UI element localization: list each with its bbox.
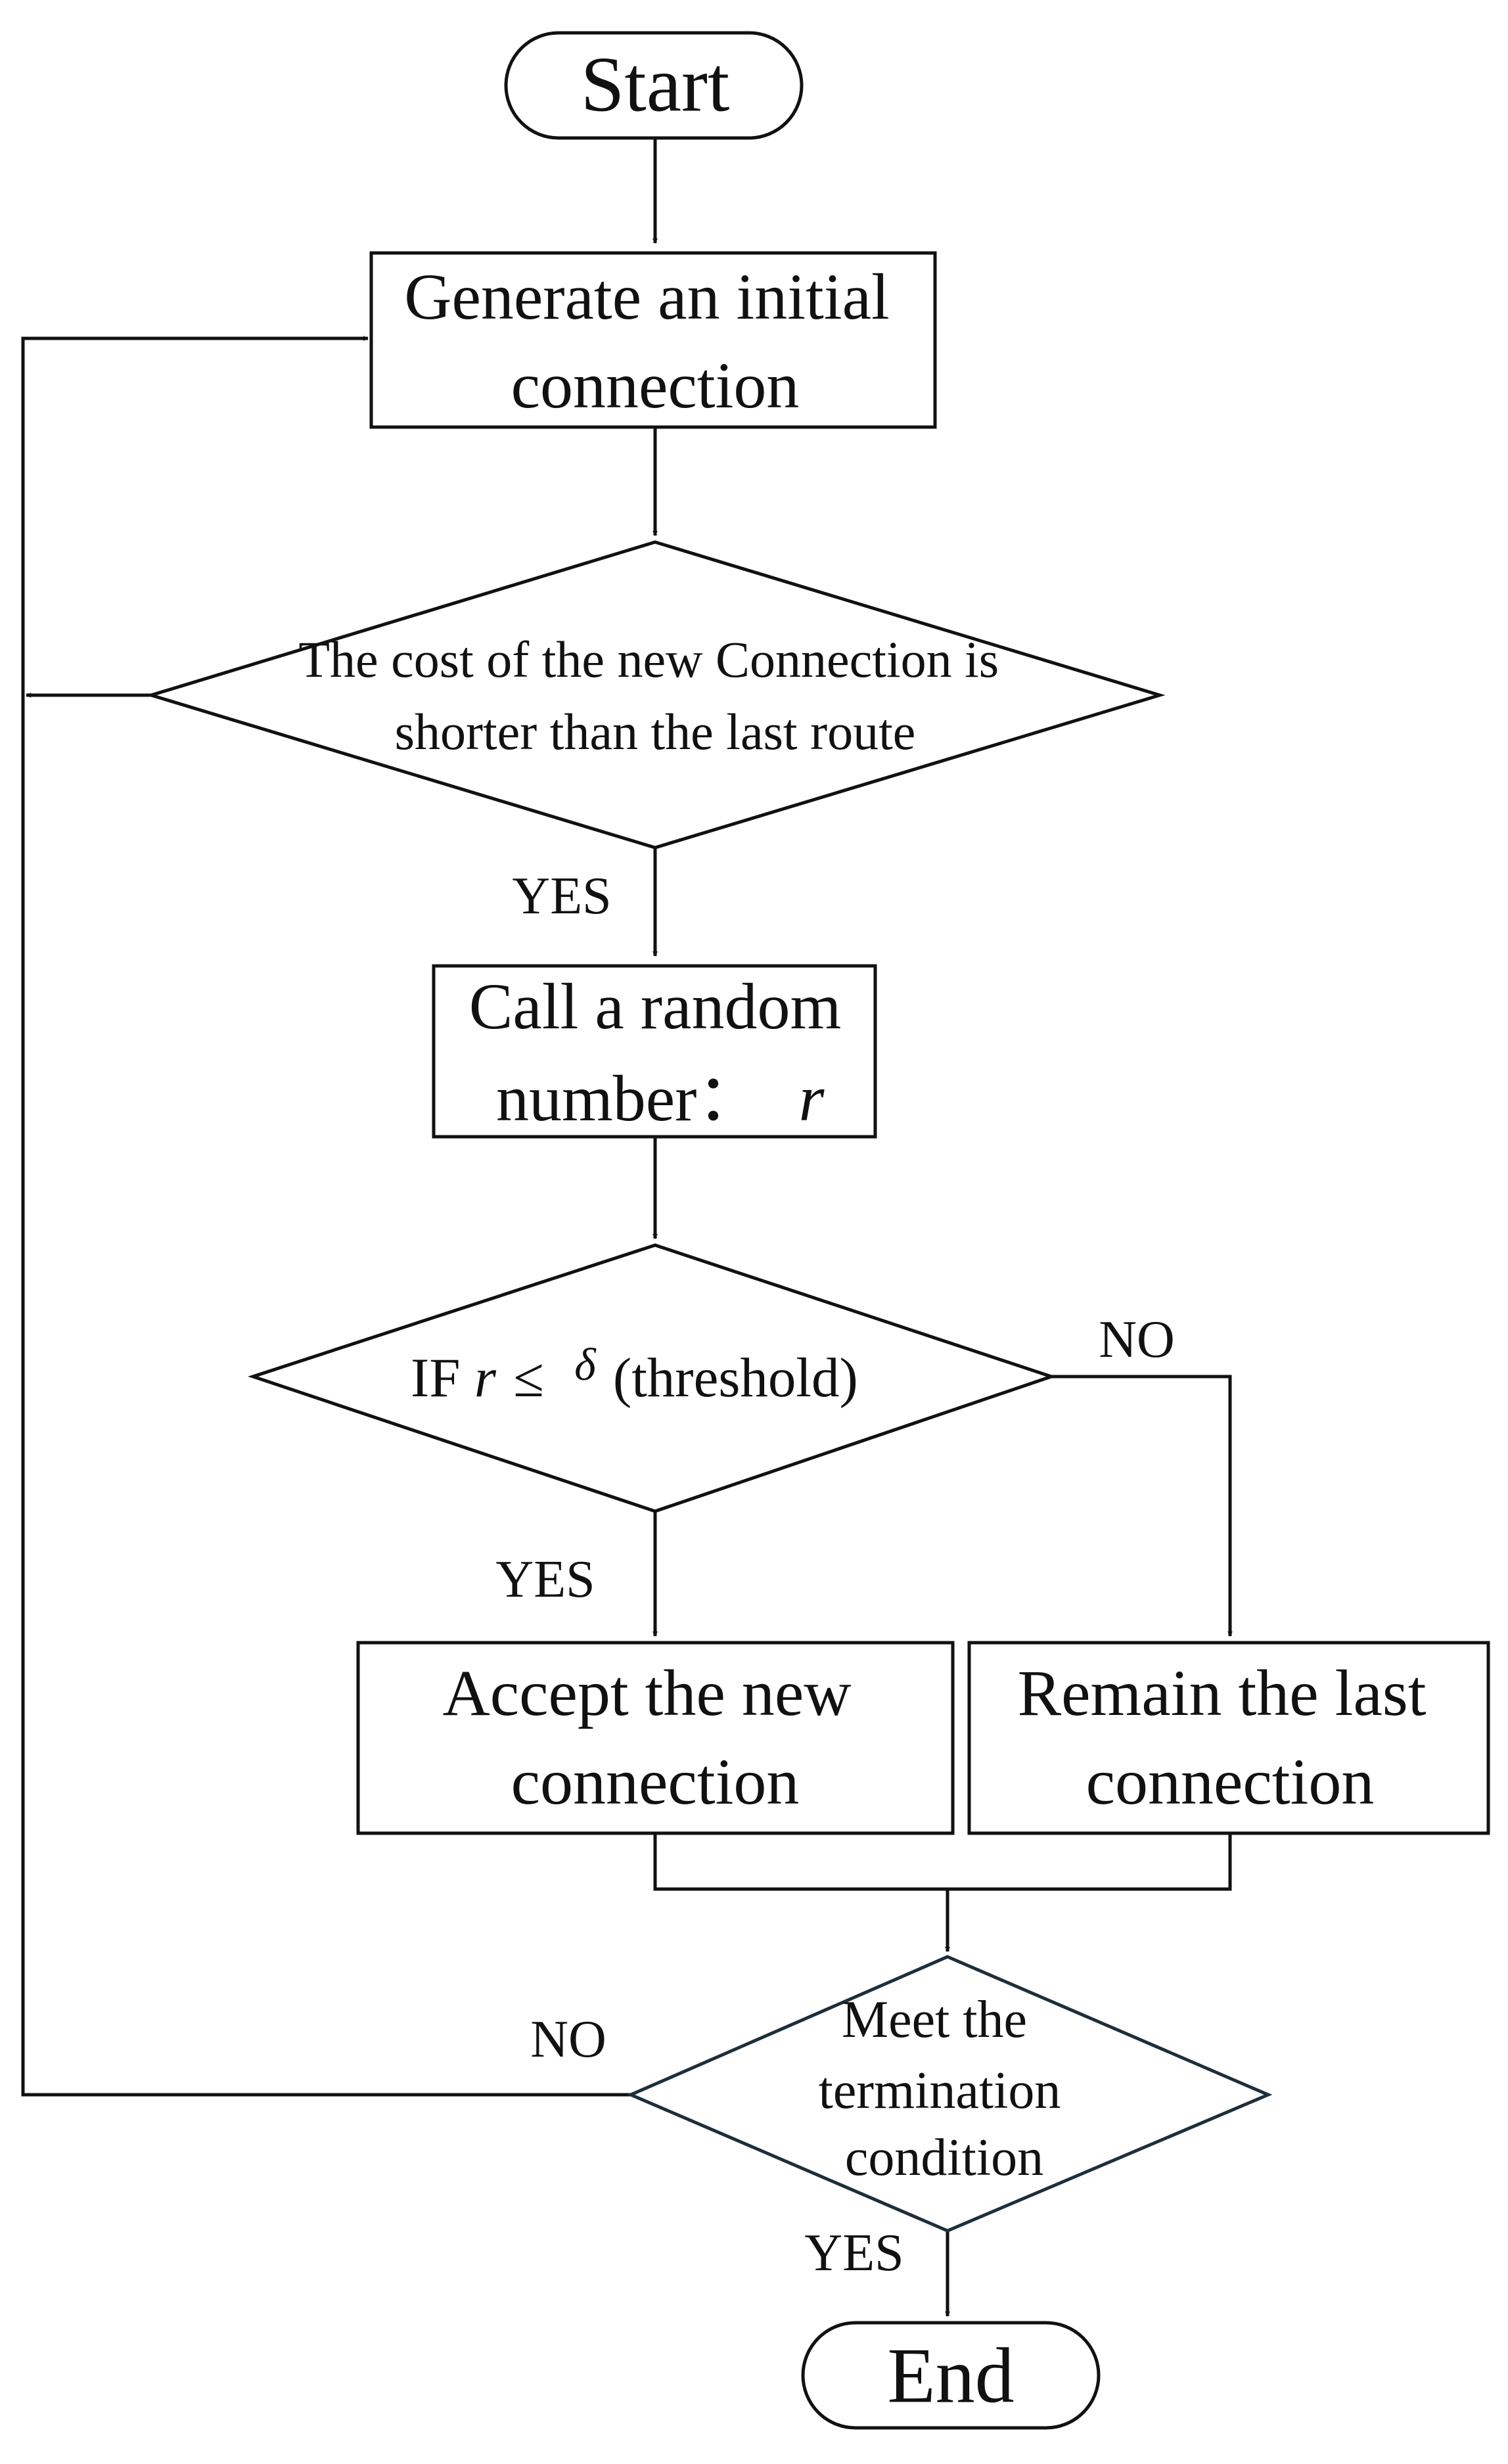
generate-label-line1: Generate an initial	[404, 260, 890, 333]
random-label-line1: Call a random	[469, 970, 842, 1043]
remain-label-line1: Remain the last	[1017, 1656, 1426, 1729]
cost-check-label-line1: The cost of the new Connection is	[298, 631, 999, 688]
svg-text:Accept the new connectio: Accept the new connection	[443, 1656, 868, 1818]
threshold-no-label: NO	[1099, 1311, 1175, 1369]
svg-text:The cost of the new Connection: The cost of the new Connection is shorte…	[298, 631, 1011, 760]
accept-label-line1: Accept the new	[443, 1656, 852, 1729]
random-label-line2-prefix: number：	[496, 1062, 762, 1135]
cost-check-label-line2: shorter than the last route	[395, 703, 916, 760]
end-node: End	[801, 2321, 1101, 2430]
term-no-label: NO	[530, 2011, 606, 2068]
random-var-r: r	[798, 1062, 825, 1135]
random-node: Call a random number： r	[432, 964, 877, 1139]
generate-node: Generate an initial connection	[369, 251, 937, 429]
cost-yes-label: YES	[512, 867, 611, 925]
generate-label-line2: connection	[511, 349, 800, 422]
termination-node: Meet the termination condition	[626, 1955, 1273, 2233]
svg-text:Call a random: Call a random	[469, 970, 842, 1043]
edge-threshold-remain	[1051, 1375, 1233, 1637]
threshold-var-r: r	[474, 1347, 497, 1409]
cost-check-node: The cost of the new Connection is shorte…	[145, 540, 1166, 850]
accept-label-line2: connection	[511, 1745, 800, 1818]
connectors	[21, 128, 1233, 2317]
threshold-delta: δ	[574, 1340, 597, 1390]
threshold-yes-label: YES	[495, 1551, 595, 1608]
accept-node: Accept the new connection	[356, 1641, 955, 1835]
svg-text:Generate an initial conn: Generate an initial connection	[404, 260, 906, 422]
termination-label-line2: termination	[819, 2062, 1061, 2120]
edge-merge	[653, 1833, 1232, 1891]
threshold-prefix: IF	[411, 1347, 474, 1409]
threshold-leq: ≤	[513, 1347, 544, 1409]
edge-term-loop	[21, 336, 631, 2097]
remain-label-line2: connection	[1086, 1745, 1375, 1818]
end-label: End	[887, 2332, 1014, 2419]
svg-text:Meet the termination: Meet the termination condition	[819, 1991, 1074, 2187]
svg-text:number： r: number： r	[496, 1062, 825, 1135]
termination-label-line1: Meet the	[842, 1991, 1027, 2049]
termination-label-line3: condition	[845, 2129, 1043, 2187]
svg-text:Remain the last connecti: Remain the last connection	[1017, 1656, 1442, 1818]
threshold-suffix: (threshold)	[613, 1347, 858, 1409]
start-label: Start	[581, 41, 730, 128]
threshold-node: IF r ≤ δ (threshold)	[248, 1243, 1057, 1513]
svg-text:IF r ≤ δ: IF r ≤ δ (threshold)	[411, 1331, 858, 1409]
term-yes-label: YES	[804, 2224, 903, 2282]
remain-node: Remain the last connection	[967, 1641, 1490, 1835]
start-node: Start	[504, 31, 804, 140]
